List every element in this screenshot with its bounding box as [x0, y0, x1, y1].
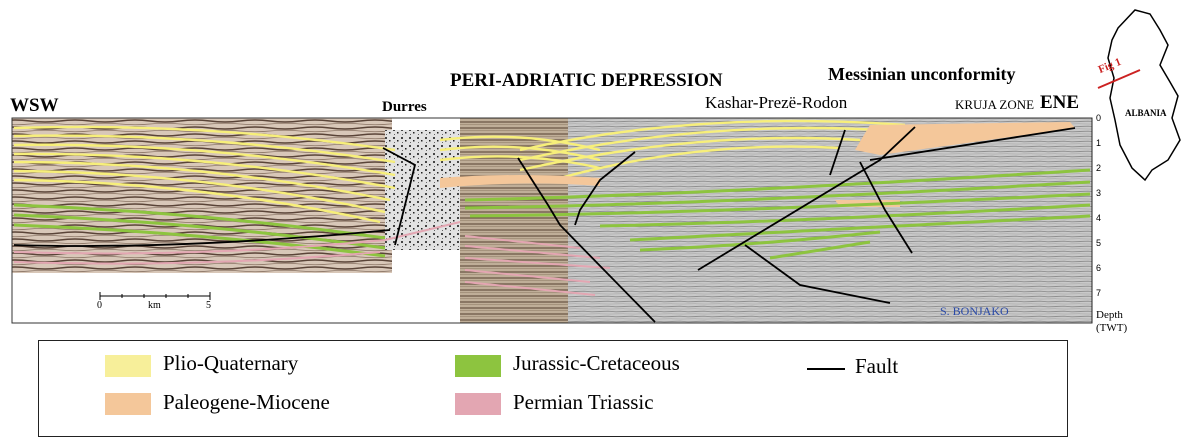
inset-map-albania — [1098, 10, 1180, 180]
seismic-section — [0, 0, 1192, 340]
legend-swatch-plio-quaternary — [105, 355, 151, 377]
legend-label-permian-triassic: Permian Triassic — [513, 390, 654, 415]
legend-swatch-jurassic-cretaceous — [455, 355, 501, 377]
albania-label: ALBANIA — [1125, 108, 1167, 118]
legend-label-plio-quaternary: Plio-Quaternary — [163, 351, 298, 376]
kruja-zone-label: KRUJA ZONE — [955, 97, 1034, 113]
depth-tick-3: 3 — [1096, 188, 1101, 198]
ene-label: ENE — [1040, 92, 1079, 114]
depth-label: Depth — [1096, 309, 1123, 321]
kashar-label: Kashar-Prezë-Rodon — [705, 93, 847, 113]
legend: Plio-Quaternary Paleogene-Miocene Jurass… — [38, 340, 1068, 437]
depth-tick-7: 7 — [1096, 288, 1101, 298]
depth-tick-6: 6 — [1096, 263, 1101, 273]
legend-label-jurassic-cretaceous: Jurassic-Cretaceous — [513, 351, 680, 376]
scale-start-label: 0 — [97, 300, 102, 311]
scale-end-label: 5 — [206, 300, 211, 311]
twt-label: (TWT) — [1096, 322, 1127, 334]
centre-panel — [460, 118, 572, 323]
depth-tick-4: 4 — [1096, 213, 1101, 223]
s-bonjako-label: S. BONJAKO — [940, 304, 1009, 319]
scale-unit-label: km — [148, 300, 161, 311]
depth-tick-1: 1 — [1096, 138, 1101, 148]
wsw-label: WSW — [10, 95, 59, 117]
scale-bar — [100, 292, 210, 300]
legend-label-paleogene-miocene: Paleogene-Miocene — [163, 390, 330, 415]
messinian-label: Messinian unconformity — [828, 64, 1016, 85]
legend-label-fault: Fault — [855, 354, 898, 379]
legend-fault-symbol — [807, 368, 845, 370]
depth-tick-2: 2 — [1096, 163, 1101, 173]
legend-swatch-paleogene-miocene — [105, 393, 151, 415]
peri-adriatic-title: PERI-ADRIATIC DEPRESSION — [450, 70, 723, 92]
depth-tick-5: 5 — [1096, 238, 1101, 248]
legend-swatch-permian-triassic — [455, 393, 501, 415]
durres-label: Durres — [382, 99, 427, 116]
depth-tick-0: 0 — [1096, 113, 1101, 123]
